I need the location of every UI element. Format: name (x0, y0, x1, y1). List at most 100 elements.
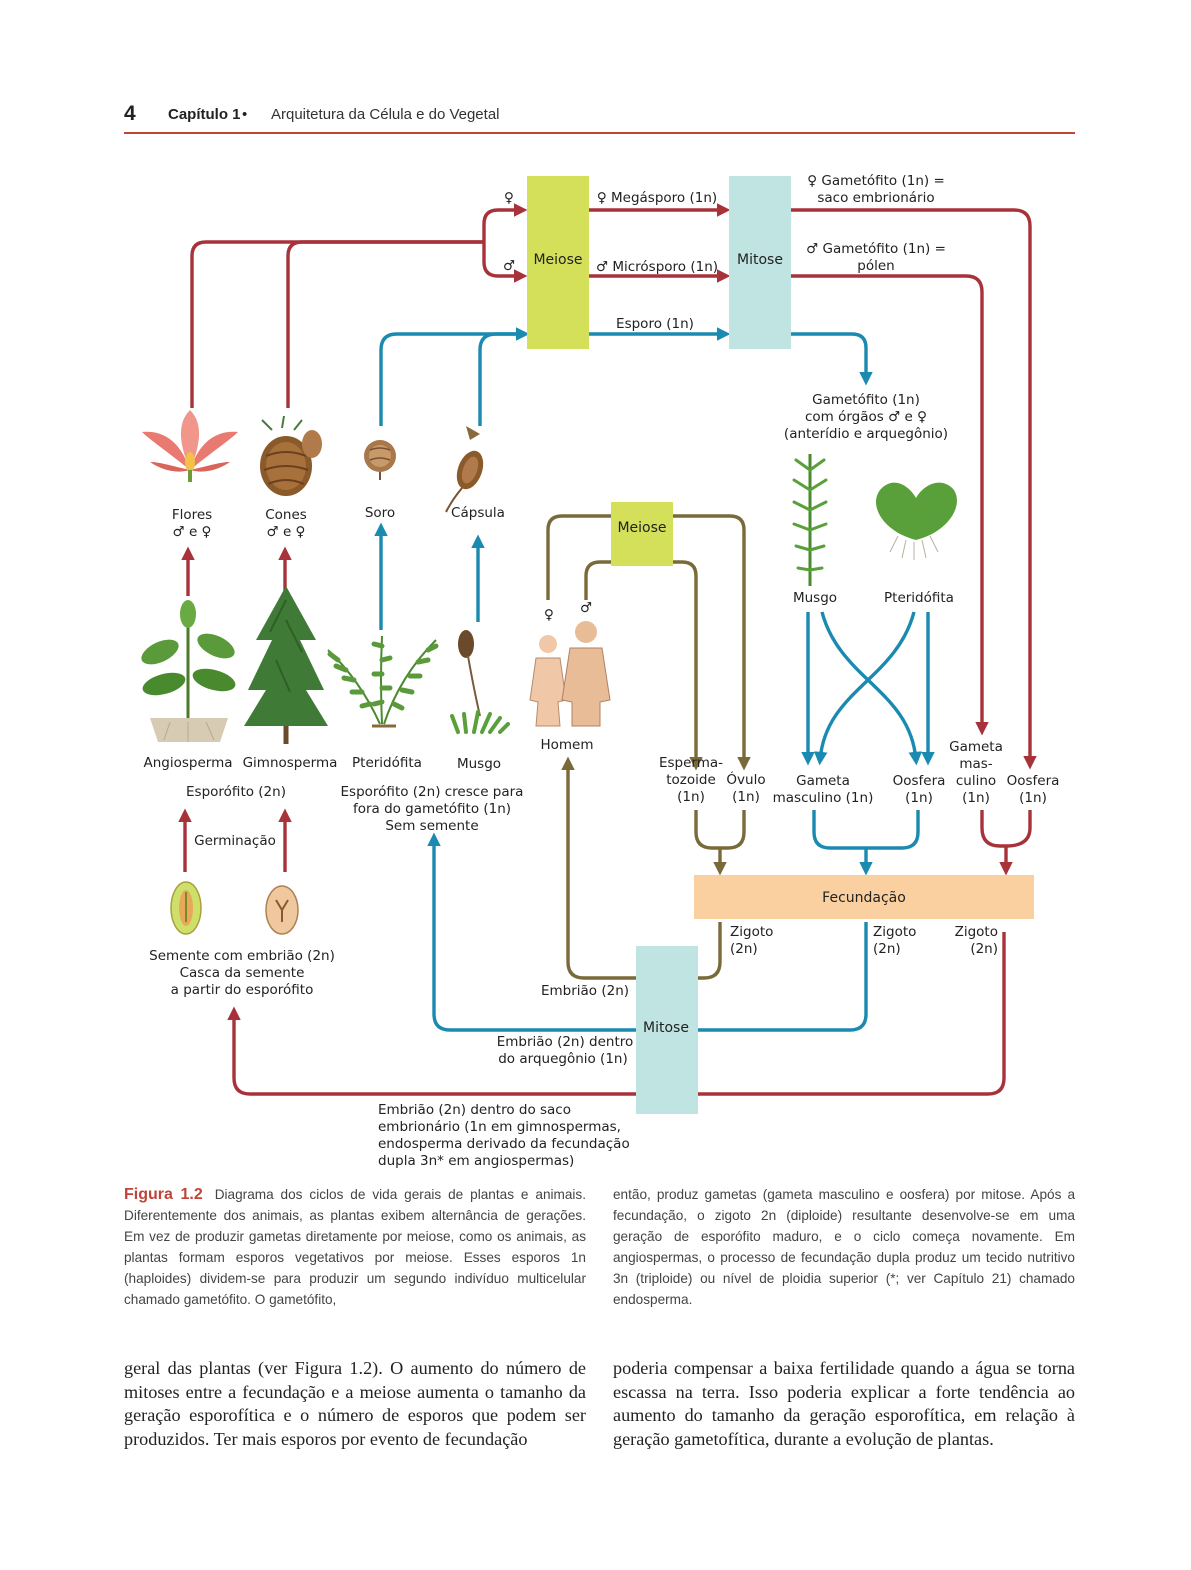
gametofito-musgo-label: Musgo (793, 590, 837, 606)
bottom-labels: Zigoto (2n) Zigoto (2n) Zigoto (2n) Embr… (378, 924, 998, 1169)
flores-sex-label: ♂ e ♀ (173, 524, 212, 540)
svg-text:Mitose: Mitose (737, 252, 783, 268)
ovulo-label-2: (1n) (732, 789, 760, 805)
humans-illustration (529, 621, 611, 727)
fecundacao-box: Fecundação (694, 875, 1034, 919)
moss-sporophyte-illustration (450, 630, 510, 734)
meiose-box-middle: Meiose (611, 502, 673, 566)
espermatozoide-label: Esperma- (659, 755, 723, 771)
gametofito-male-label: ♂ Gametófito (1n) = (806, 241, 946, 257)
pteridofita-label: Pteridófita (352, 755, 422, 771)
gameta-mas-label-2: mas- (959, 756, 992, 772)
gamete-labels: Esperma- tozoide (1n) Óvulo (1n) Gameta … (659, 739, 1059, 806)
page-header: 4 Capítulo 1 • Arquitetura da Célula e d… (124, 100, 1075, 134)
svg-text:Fecundação: Fecundação (822, 890, 906, 906)
moss-to-oosfera-cross (820, 611, 923, 766)
flower-illustration (142, 410, 238, 482)
svg-text:Meiose: Meiose (533, 252, 582, 268)
oosfera-b-label: Oosfera (1007, 773, 1060, 789)
esporofito-cresce-label: Esporófito (2n) cresce para (341, 784, 524, 800)
soro-to-meiose-path (379, 327, 530, 426)
female-gametophyte-path (791, 208, 1037, 770)
embriao-arquegonio-label-2: do arquegônio (1n) (498, 1051, 628, 1067)
flores-label: Flores (172, 507, 212, 523)
gymnosperm-to-meiose-path (286, 240, 484, 408)
gametofito-pteridofita-label: Pteridófita (884, 590, 954, 606)
gametofito-moss-label-2: com órgãos ♂ e ♀ (805, 409, 927, 425)
oosfera-label-2: (1n) (905, 790, 933, 806)
gametofito-moss-label: Gametófito (1n) (812, 392, 920, 408)
angiosperm-plant-illustration (141, 600, 236, 742)
sorus-illustration (364, 440, 396, 480)
pollen-path (791, 274, 989, 736)
semente-label-3: a partir do esporófito (171, 982, 314, 998)
esporofito-label: Esporófito (2n) (186, 784, 286, 800)
human-male-symbol: ♂ (580, 600, 592, 616)
figure-label: Figura 1.2 (124, 1186, 203, 1203)
fern-to-male-gamete-cross (813, 611, 916, 766)
zigoto-b-label-2: (2n) (873, 941, 901, 957)
semente-label: Semente com embrião (2n) (149, 948, 335, 964)
plant-labels: Flores ♂ e ♀ Cones ♂ e ♀ Soro Cápsula An… (143, 505, 953, 998)
capsule-illustration (445, 426, 484, 513)
gameta-mas-label-3: culino (956, 773, 996, 789)
gametophyte-moss-illustration (792, 454, 828, 586)
zigoto-b-label: Zigoto (873, 924, 916, 940)
caption-text-left: Diagrama dos ciclos de vida gerais de pl… (124, 1187, 586, 1307)
gametofito-male-label-2: pólen (857, 258, 894, 274)
embriao-arquegonio-label: Embrião (2n) dentro (497, 1034, 634, 1050)
seedless-gametes-merge (812, 810, 920, 850)
gymnosperm-tree-illustration (244, 586, 328, 744)
ovulo-label: Óvulo (726, 770, 765, 788)
svg-text:Mitose: Mitose (643, 1020, 689, 1036)
embriao-saco-label-2: embrionário (1n em gimnospermas, (378, 1119, 621, 1135)
embriao-saco-label-4: dupla 3n* em angiospermas) (378, 1153, 574, 1169)
gameta-mas-label: Gameta (949, 739, 1003, 755)
gameta-mas-label-4: (1n) (962, 790, 990, 806)
germinacao-label: Germinação (194, 833, 276, 849)
seed-embryo-return-path (227, 932, 1006, 1096)
soro-label: Soro (365, 505, 395, 521)
capsula-label: Cápsula (451, 505, 505, 521)
gameta-masculino-label-2: masculino (1n) (773, 790, 874, 806)
animal-embryo-return (561, 756, 636, 980)
gametofito-moss-label-3: (anterídio e arquegônio) (784, 426, 948, 442)
chapter-label: Capítulo 1 (168, 106, 241, 123)
gametofito-female-label: ♀ Gametófito (1n) = (807, 173, 945, 189)
esporo-label: Esporo (1n) (616, 316, 694, 332)
male-symbol-label: ♂ (503, 258, 515, 274)
split-female-path (482, 203, 528, 242)
gametofito-female-label-2: saco embrionário (817, 190, 934, 206)
seed-plant-paths (178, 203, 1037, 1096)
espermatozoide-label-2: tozoide (666, 772, 716, 788)
life-cycle-diagram: Meiose Mitose Meiose Fecundação Mitose (141, 173, 1059, 1169)
zigoto-a-label: Zigoto (730, 924, 773, 940)
embriao-saco-label: Embrião (2n) dentro do saco (378, 1102, 571, 1118)
musgo-label: Musgo (457, 756, 501, 772)
meiose-box-top: Meiose (527, 176, 589, 349)
embriao-saco-label-3: endosperma derivado da fecundação (378, 1136, 630, 1152)
gametophyte-fern-illustration (876, 482, 957, 560)
svg-text:Meiose: Meiose (617, 520, 666, 536)
homem-label: Homem (540, 737, 593, 753)
body-text-left: geral das plantas (ver Figura 1.2). O au… (124, 1358, 586, 1449)
esporofito-cresce-label-2: fora do gametófito (1n) (353, 801, 511, 817)
split-male-path (482, 242, 528, 283)
animal-gametes-merge (694, 810, 746, 850)
cones-sex-label: ♂ e ♀ (267, 524, 306, 540)
top-labels: ♀ ♂ ♀ Megásporo (1n) ♂ Micrósporo (1n) E… (503, 173, 948, 442)
chapter-bullet: • (242, 106, 248, 123)
human-female-symbol: ♀ (544, 607, 554, 623)
caption-text-right: então, produz gametas (gameta masculino … (613, 1187, 1075, 1307)
zigoto-c-label-2: (2n) (970, 941, 998, 957)
pine-cone-illustration (260, 415, 322, 496)
angiosperma-label: Angiosperma (143, 755, 232, 771)
mitose-box-top: Mitose (729, 176, 791, 349)
mitose-box-bottom: Mitose (636, 946, 698, 1114)
gimnosperma-label: Gimnosperma (243, 755, 338, 771)
semente-label-2: Casca da semente (180, 965, 305, 981)
seedless-plant-paths (374, 327, 935, 1032)
animal-zygote-to-mitose (698, 922, 722, 980)
fern-sporophyte-illustration (327, 635, 439, 728)
espermatozoide-label-3: (1n) (677, 789, 705, 805)
